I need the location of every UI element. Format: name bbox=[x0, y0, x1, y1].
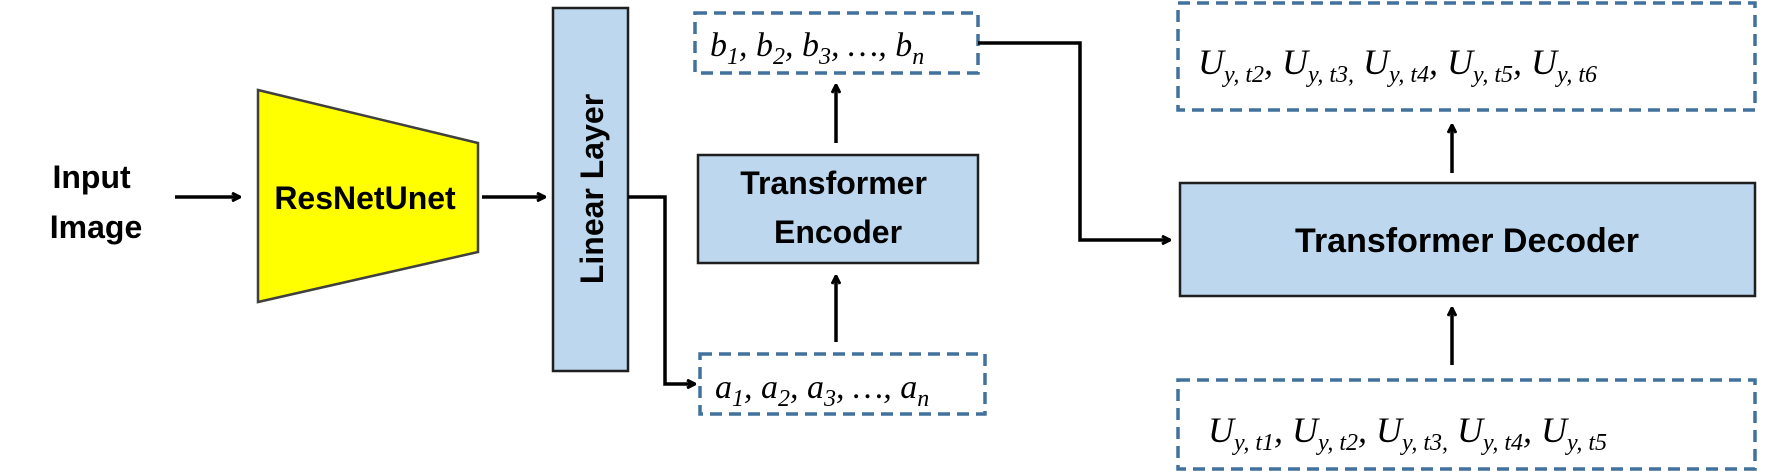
resnetunet-label: ResNetUnet bbox=[274, 180, 456, 216]
sequence-term-subscript: y, t6 bbox=[1555, 62, 1597, 88]
sequence-separator: , bbox=[744, 369, 761, 406]
sequence-term-subscript: 1 bbox=[732, 386, 744, 412]
sequence-term-subscript: y, t2 bbox=[1222, 62, 1264, 88]
sequence-term-subscript: y, t3, bbox=[1400, 430, 1448, 456]
sequence-separator bbox=[1448, 410, 1457, 450]
transformer-encoder-block: Transformer Encoder bbox=[696, 153, 980, 265]
sequence-term-base: U bbox=[1282, 42, 1310, 82]
u-input-sequence-box: Uy, t1, Uy, t2, Uy, t3, Uy, t4, Uy, t5​ bbox=[1176, 378, 1757, 471]
arrow-linear-to-a-sequence bbox=[628, 195, 695, 384]
sequence-term-subscript: y, t5 bbox=[1565, 430, 1607, 456]
sequence-term-subscript: y, t2 bbox=[1316, 430, 1358, 456]
sequence-separator: , bbox=[739, 27, 756, 64]
sequence-term-subscript: 2 bbox=[778, 386, 790, 412]
sequence-separator: , bbox=[1523, 410, 1541, 450]
transformer-decoder-block: Transformer Decoder bbox=[1178, 181, 1757, 298]
linear-layer-block: Linear Layer bbox=[551, 6, 630, 373]
sequence-term-subscript: y, t5 bbox=[1471, 62, 1513, 88]
sequence-term-base: U bbox=[1208, 410, 1236, 450]
u-output-sequence-text: Uy, t2, Uy, t3, Uy, t4, Uy, t5, Uy, t6​ bbox=[1198, 42, 1597, 88]
sequence-separator: , bbox=[790, 369, 807, 406]
sequence-term-base: b bbox=[756, 27, 773, 64]
sequence-term-base: a bbox=[715, 369, 732, 406]
a-sequence-box: a1, a2, a3, …, an​ bbox=[698, 352, 987, 416]
sequence-separator: , …, bbox=[836, 369, 900, 406]
sequence-term-base: b bbox=[895, 27, 912, 64]
sequence-separator: , bbox=[1264, 42, 1282, 82]
u-input-sequence-text: Uy, t1, Uy, t2, Uy, t3, Uy, t4, Uy, t5​ bbox=[1208, 410, 1607, 456]
linear-layer-label: Linear Layer bbox=[574, 94, 610, 284]
transformer-encoder-label: Transformer Encoder bbox=[740, 165, 936, 250]
sequence-term-subscript: 2 bbox=[773, 44, 785, 70]
sequence-term-base: U bbox=[1447, 42, 1475, 82]
sequence-term-base: b bbox=[710, 27, 727, 64]
sequence-separator: , bbox=[1358, 410, 1376, 450]
sequence-term-subscript: y, t3, bbox=[1306, 62, 1354, 88]
sequence-term-base: U bbox=[1363, 42, 1391, 82]
b-sequence-box: b1, b2, b3, …, bn​ bbox=[693, 11, 980, 75]
sequence-term-base: U bbox=[1292, 410, 1320, 450]
sequence-term-subscript: 1 bbox=[727, 44, 739, 70]
sequence-term-subscript: n bbox=[917, 386, 929, 412]
sequence-term-subscript: y, t4 bbox=[1481, 430, 1523, 456]
a-sequence-text: a1, a2, a3, …, an​ bbox=[715, 369, 929, 412]
sequence-term-base: U bbox=[1376, 410, 1404, 450]
transformer-decoder-label: Transformer Decoder bbox=[1295, 222, 1639, 260]
sequence-term-subscript: 3 bbox=[823, 386, 836, 412]
sequence-term-base: U bbox=[1531, 42, 1559, 82]
sequence-term-base: U bbox=[1541, 410, 1569, 450]
sequence-term-base: a bbox=[761, 369, 778, 406]
sequence-term-subscript: y, t4 bbox=[1387, 62, 1429, 88]
sequence-term-base: b bbox=[802, 27, 819, 64]
sequence-separator: , bbox=[1274, 410, 1292, 450]
sequence-term-subscript: 3 bbox=[818, 44, 831, 70]
input-image-label: Input Image bbox=[50, 159, 142, 245]
sequence-separator bbox=[1354, 42, 1363, 82]
b-sequence-text: b1, b2, b3, …, bn​ bbox=[710, 27, 924, 70]
sequence-separator: , …, bbox=[831, 27, 895, 64]
arrow-b-to-decoder bbox=[978, 41, 1170, 240]
sequence-separator: , bbox=[785, 27, 802, 64]
sequence-term-subscript: y, t1 bbox=[1232, 430, 1274, 456]
u-output-sequence-box: Uy, t2, Uy, t3, Uy, t4, Uy, t5, Uy, t6​ bbox=[1176, 1, 1757, 112]
resnetunet-block: ResNetUnet bbox=[256, 88, 480, 304]
sequence-term-subscript: n bbox=[912, 44, 924, 70]
sequence-separator: , bbox=[1429, 42, 1447, 82]
sequence-term-base: a bbox=[807, 369, 824, 406]
sequence-term-base: U bbox=[1457, 410, 1485, 450]
sequence-term-base: U bbox=[1198, 42, 1226, 82]
sequence-separator: , bbox=[1513, 42, 1531, 82]
sequence-term-base: a bbox=[900, 369, 917, 406]
